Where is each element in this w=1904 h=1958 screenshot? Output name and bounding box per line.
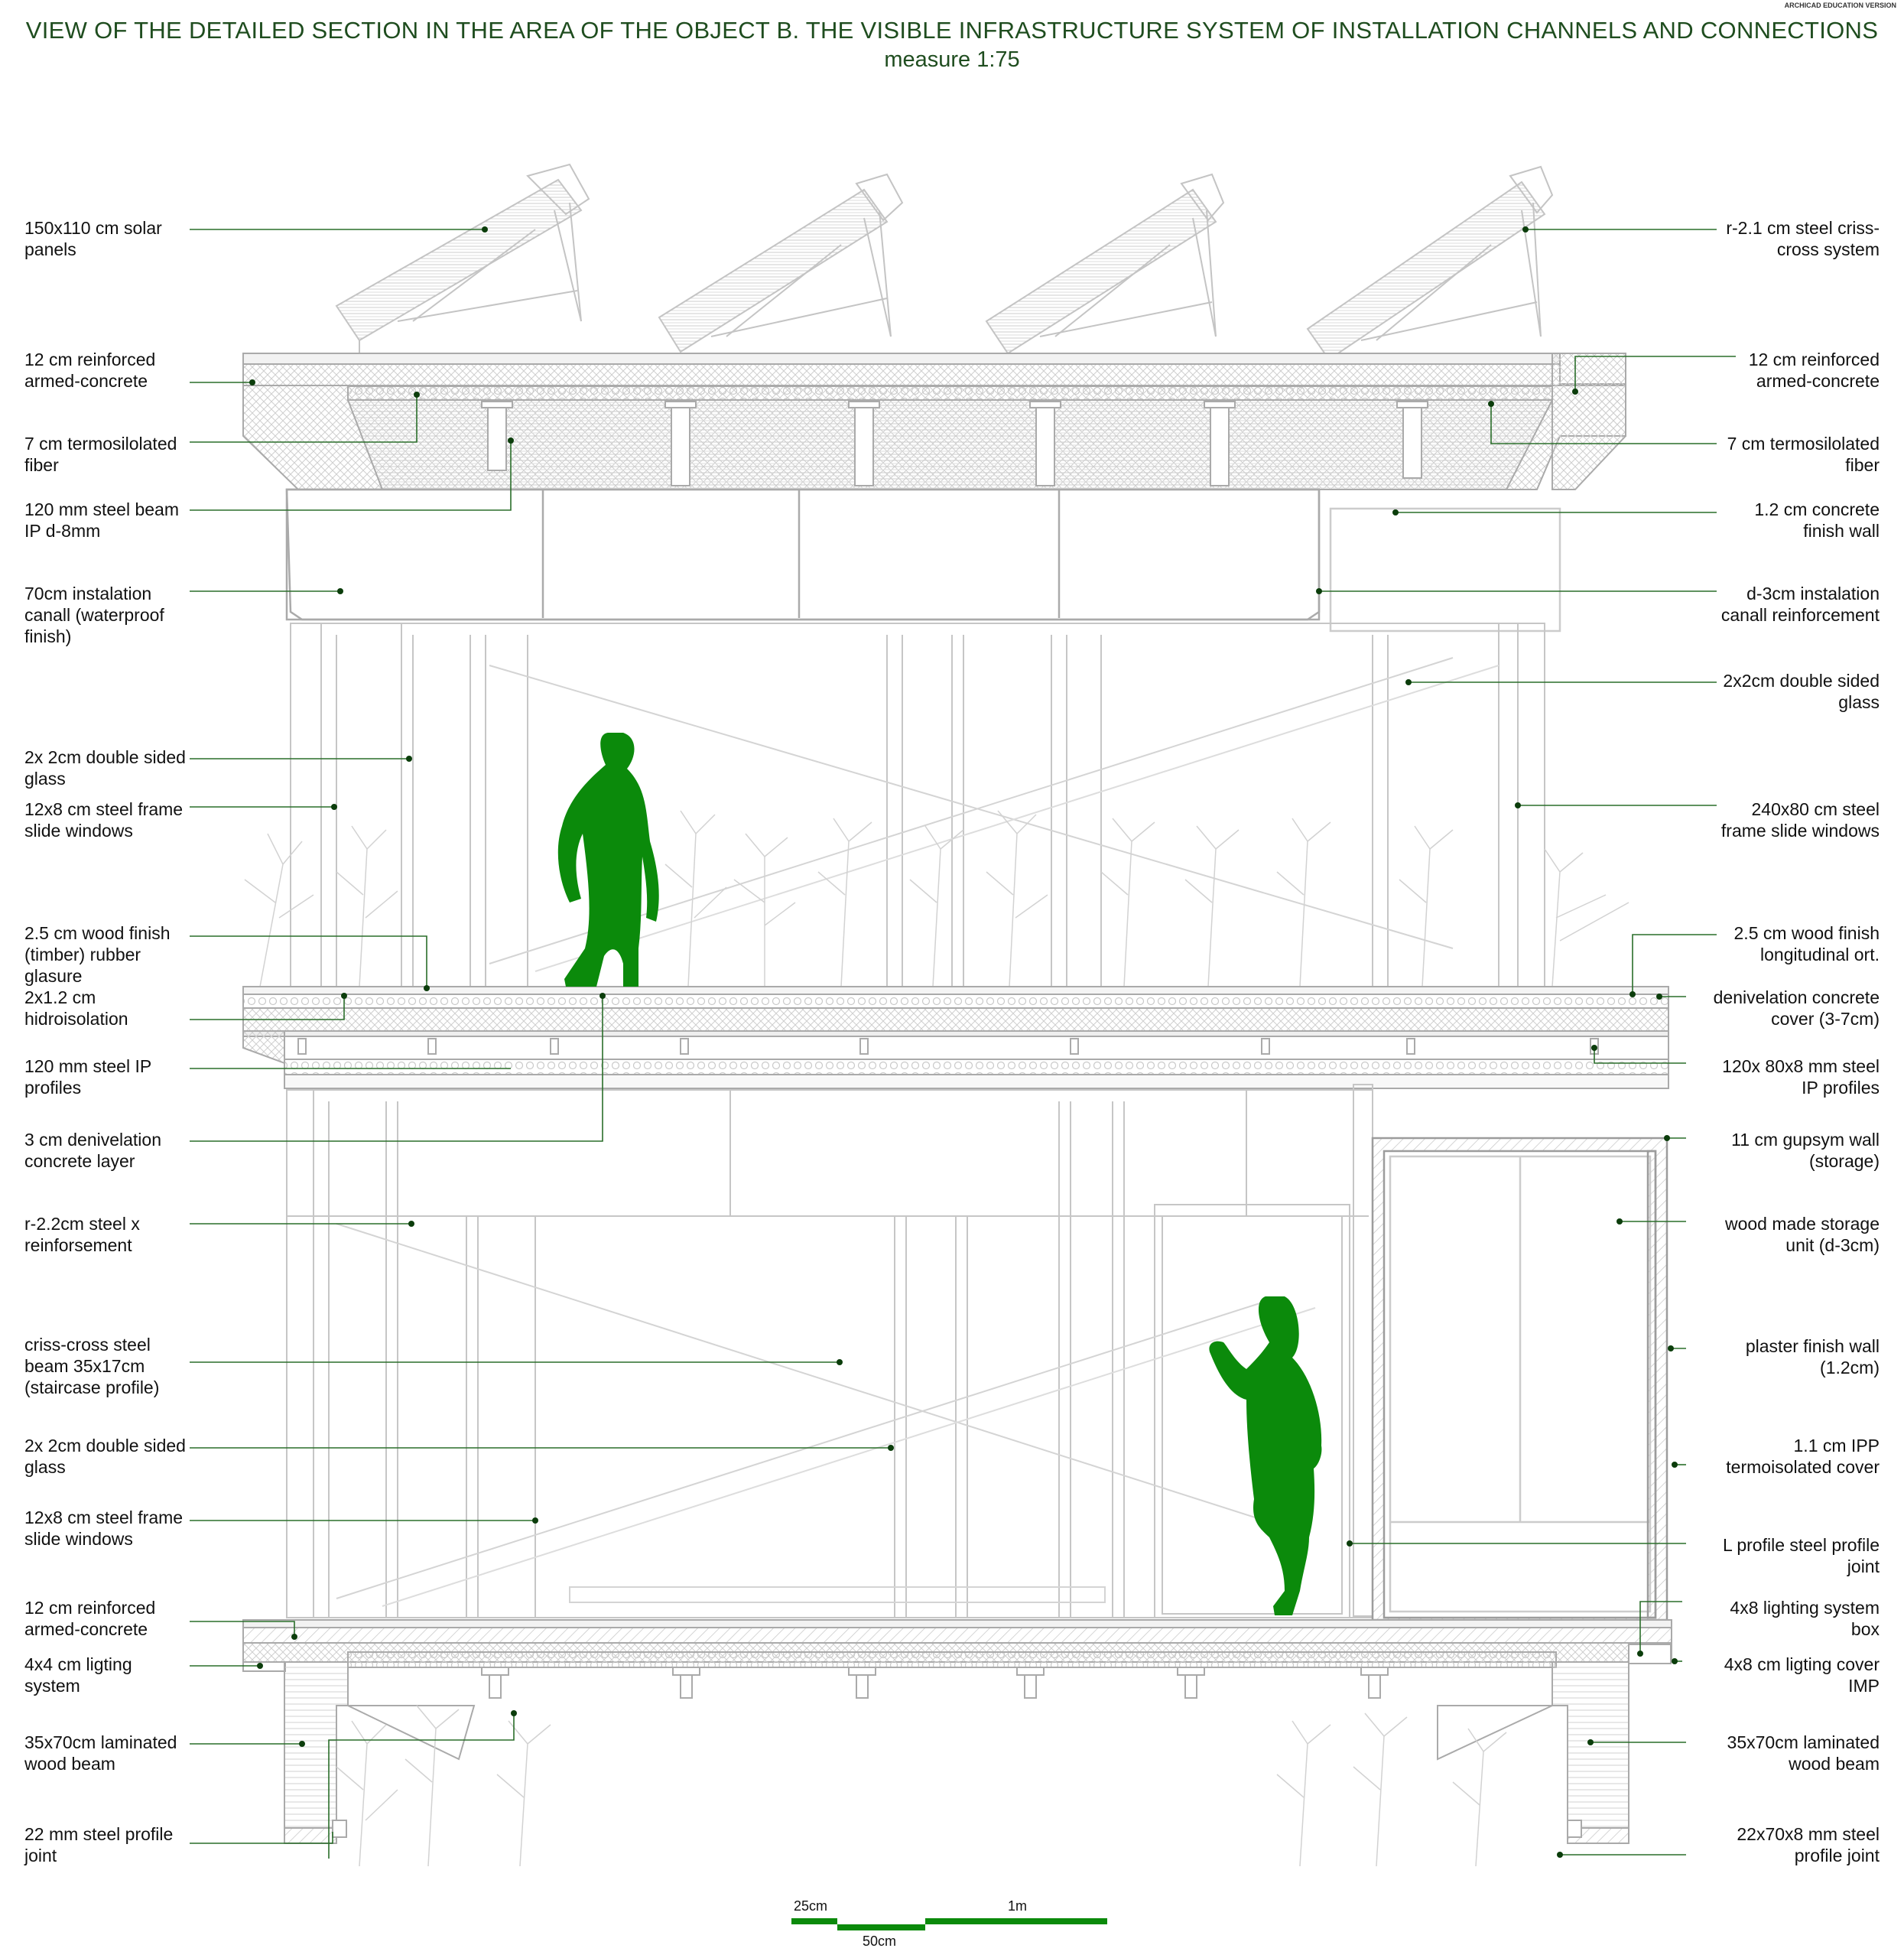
label-lighting-box: 4x8 lighting system box: [1730, 1598, 1880, 1639]
storage-unit: [1371, 1137, 1668, 1621]
upper-windows: [290, 623, 1545, 987]
label-solar-panels: 150x110 cm solar panels: [24, 218, 162, 259]
label-canal-reinforcement: d-3cm instalation canall reinforcement: [1720, 584, 1880, 625]
label-roof-fiber-right: 7 cm termosilolated fiber: [1727, 434, 1880, 475]
installation-canal: [285, 488, 1561, 633]
scale-label-50cm: 50cm: [863, 1934, 897, 1949]
solar-panel: [658, 173, 904, 353]
scale-bar: [791, 1918, 1107, 1930]
label-ground-concrete: 12 cm reinforced armed-concrete: [24, 1598, 156, 1639]
leader-lines-left: [190, 229, 891, 1859]
label-lighting-cover: 4x8 cm ligting cover IMP: [1724, 1654, 1880, 1696]
solar-panel: [335, 163, 590, 353]
edition-note: ARCHICAD EDUCATION VERSION: [1784, 2, 1896, 9]
scale-label-25cm: 25cm: [794, 1898, 828, 1914]
label-roof-concrete: 12 cm reinforced armed-concrete: [24, 350, 156, 391]
laminated-wood-beams: [284, 1661, 1629, 1844]
middle-slab: [242, 986, 1669, 1089]
label-plaster-wall: plaster finish wall (1.2cm): [1745, 1336, 1880, 1377]
label-wood-beam-left: 35x70cm laminated wood beam: [24, 1732, 177, 1774]
label-upper-slide-windows: 12x8 cm steel frame slide windows: [24, 799, 184, 841]
solar-panels: [335, 163, 1554, 361]
label-l-profile-joint: L profile steel profile joint: [1723, 1535, 1880, 1576]
human-figure-lower: [1209, 1296, 1322, 1615]
human-figure-upper: [557, 733, 659, 987]
label-wood-finish-right: 2.5 cm wood finish longitudinal ort.: [1733, 923, 1880, 964]
label-criss-cross-beam: criss-cross steel beam 35x17cm (staircas…: [24, 1335, 160, 1397]
ground-slab: [242, 1619, 1672, 1672]
label-frame-slide-windows: 240x80 cm steel frame slide windows: [1720, 799, 1880, 841]
solar-panel: [985, 173, 1225, 355]
label-storage-unit: wood made storage unit (d-3cm): [1724, 1214, 1880, 1255]
label-gypsum-wall: 11 cm gupsym wall (storage): [1731, 1130, 1880, 1171]
label-ipp-cover: 1.1 cm IPP termoisolated cover: [1726, 1436, 1880, 1477]
ground-steel-beams: [481, 1667, 1389, 1699]
label-wood-finish-hidroisolation: 2.5 cm wood finish (timber) rubber glasu…: [24, 923, 171, 1029]
drawing-scale-subtitle: measure 1:75: [884, 47, 1020, 72]
roof-slab: [242, 353, 1626, 490]
label-steel-criss-cross: r-2.1 cm steel criss- cross system: [1726, 218, 1880, 259]
label-upper-glass: 2x 2cm double sided glass: [24, 747, 186, 789]
label-lower-glass: 2x 2cm double sided glass: [24, 1436, 186, 1477]
label-concrete-finish-wall: 1.2 cm concrete finish wall: [1754, 499, 1880, 541]
lower-planting: [336, 1705, 1507, 1867]
solar-panel: [1306, 165, 1554, 361]
label-steel-x-reinforsement: r-2.2cm steel x reinforsement: [24, 1214, 140, 1255]
leader-dots-right: [1316, 226, 1678, 1858]
lower-windows: [286, 1084, 1373, 1618]
leader-lines-right: [1319, 229, 1736, 1856]
roof-steel-beams: [481, 401, 1428, 486]
label-steel-profile-joint: 22 mm steel profile joint: [24, 1824, 174, 1865]
label-denivelation-cover: denivelation concrete cover (3-7cm): [1713, 987, 1880, 1029]
label-roof-concrete-right: 12 cm reinforced armed-concrete: [1748, 350, 1880, 391]
leader-dots-left: [249, 226, 894, 1747]
label-upper-glass-right: 2x2cm double sided glass: [1723, 671, 1880, 712]
label-lighting-system: 4x4 cm ligting system: [24, 1654, 132, 1696]
label-steel-profile-joint-right: 22x70x8 mm steel profile joint: [1737, 1824, 1880, 1865]
drawing-title: VIEW OF THE DETAILED SECTION IN THE AREA…: [25, 17, 1879, 44]
scale-label-1m: 1m: [1008, 1898, 1028, 1914]
label-roof-fiber: 7 cm termosilolated fiber: [24, 434, 177, 475]
label-installation-canal: 70cm instalation canall (waterproof fini…: [24, 584, 164, 646]
label-lower-slide-windows: 12x8 cm steel frame slide windows: [24, 1508, 184, 1549]
label-ip-profiles-right: 120x 80x8 mm steel IP profiles: [1722, 1056, 1880, 1098]
upper-planting: [244, 810, 1629, 987]
label-roof-steel-beam: 120 mm steel beam IP d-8mm: [24, 499, 179, 541]
label-denivelation-layer: 3 cm denivelation concrete layer: [24, 1130, 161, 1171]
label-steel-ip-profiles: 120 mm steel IP profiles: [24, 1056, 152, 1098]
label-wood-beam-right: 35x70cm laminated wood beam: [1727, 1732, 1880, 1774]
